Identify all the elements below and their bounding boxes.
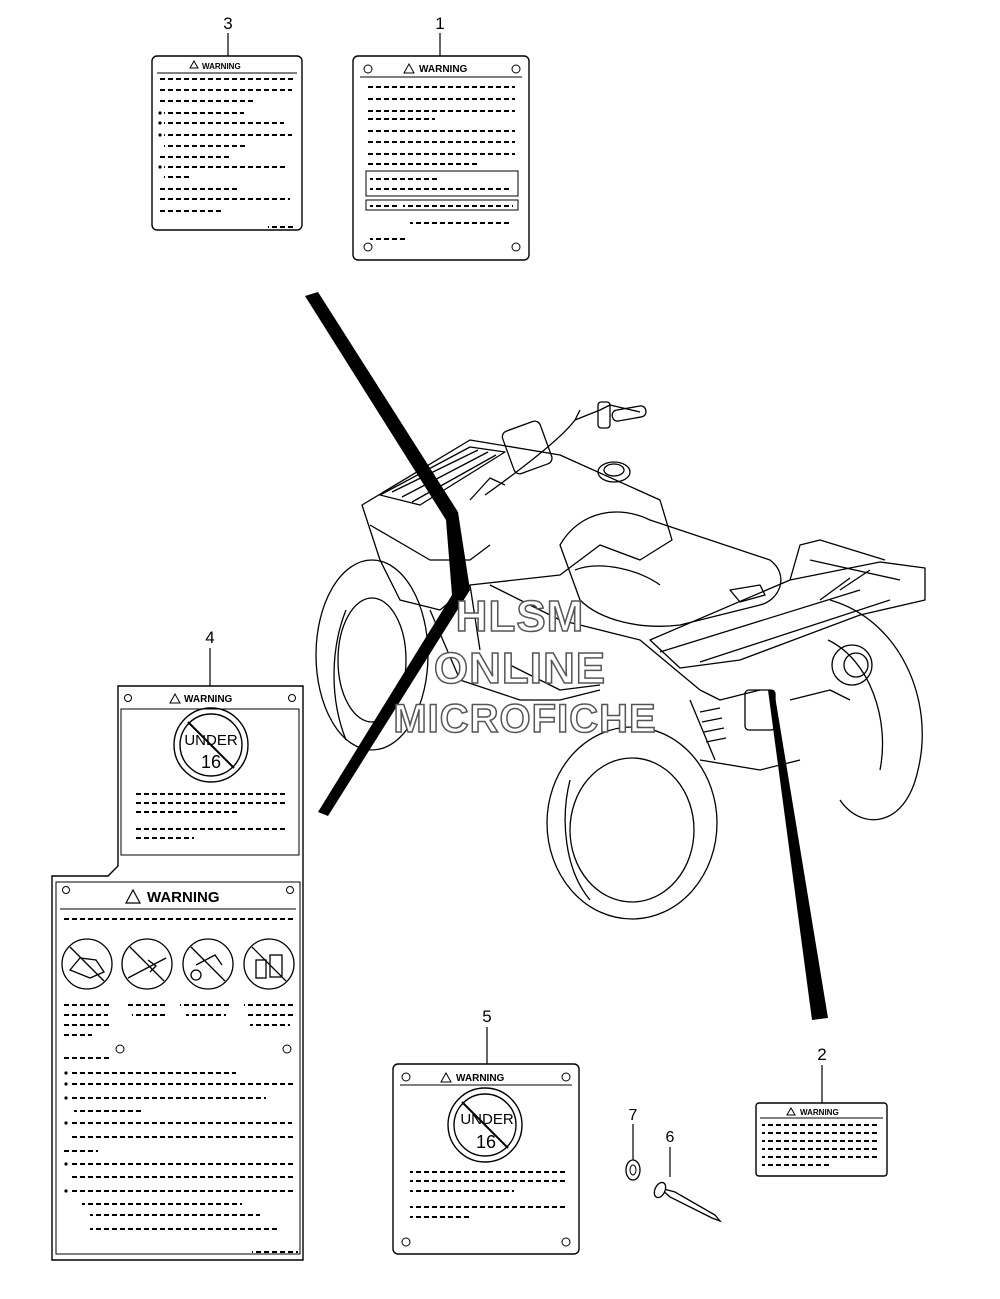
instrument-pod <box>501 420 553 475</box>
leader-wedge-rear <box>768 690 828 1020</box>
svg-text:WARNING: WARNING <box>800 1108 839 1117</box>
warning-label-2: WARNING <box>755 1102 888 1177</box>
under-16-icon: UNDER 16 <box>447 1087 523 1163</box>
prohibited-use-icon <box>182 938 234 990</box>
callout-4: 4 <box>205 628 215 687</box>
svg-text:WARNING: WARNING <box>456 1073 505 1084</box>
svg-text:6: 6 <box>666 1129 675 1146</box>
svg-text:WARNING: WARNING <box>147 889 220 906</box>
warning-triangle-icon <box>189 59 199 69</box>
svg-text:UNDER: UNDER <box>184 732 238 749</box>
fuel-cap <box>597 461 631 483</box>
svg-text:5: 5 <box>482 1007 491 1026</box>
callout-7: 7 <box>629 1107 638 1162</box>
warning-label-1: WARNING <box>352 55 530 261</box>
svg-text:UNDER: UNDER <box>460 1111 514 1128</box>
warning-triangle-icon <box>786 1106 796 1116</box>
front-rack <box>379 446 506 506</box>
warning-triangle-icon <box>403 62 415 74</box>
rear-wheel <box>546 726 718 920</box>
warning-label-3: WARNING <box>151 55 303 231</box>
rear-right-wheel <box>829 599 923 821</box>
prohibited-use-icon <box>61 938 113 990</box>
warning-triangle-icon <box>124 888 142 904</box>
callout-6: 6 <box>666 1129 675 1177</box>
svg-text:WARNING: WARNING <box>184 694 233 705</box>
svg-text:2: 2 <box>817 1045 826 1064</box>
warning-label-5: WARNING UNDER 16 <box>392 1063 580 1255</box>
svg-text:HLSM: HLSM <box>456 592 585 641</box>
svg-text:7: 7 <box>629 1107 638 1124</box>
rivet-part-6 <box>653 1181 723 1223</box>
svg-text:MICROFICHE: MICROFICHE <box>393 697 656 741</box>
svg-text:4: 4 <box>205 628 214 647</box>
prohibited-use-icon <box>243 938 295 990</box>
callout-1: 1 <box>435 14 445 56</box>
warning-triangle-icon <box>169 692 181 704</box>
callout-2: 2 <box>817 1045 827 1103</box>
watermark: HLSM ONLINE MICROFICHE <box>393 591 657 742</box>
rear-rack <box>649 561 926 669</box>
under-16-icon: UNDER 16 <box>173 707 249 783</box>
warning-label-4: WARNING UNDER 16 WARNING <box>51 685 304 1261</box>
seat <box>559 511 782 627</box>
svg-text:16: 16 <box>201 752 221 772</box>
warning-triangle-icon <box>440 1071 452 1083</box>
svg-text:1: 1 <box>435 14 444 33</box>
prohibited-use-icon <box>121 938 173 990</box>
atv-illustration <box>315 401 926 920</box>
svg-text:3: 3 <box>223 14 232 33</box>
callout-3: 3 <box>223 14 233 56</box>
front-fender <box>361 439 673 611</box>
svg-text:ONLINE: ONLINE <box>434 644 606 693</box>
svg-text:16: 16 <box>476 1132 496 1152</box>
leader-wedge-front <box>305 292 470 816</box>
svg-text:WARNING: WARNING <box>202 62 241 71</box>
callout-5: 5 <box>482 1007 492 1064</box>
washer-part-7 <box>625 1159 641 1181</box>
svg-text:WARNING: WARNING <box>419 64 468 75</box>
